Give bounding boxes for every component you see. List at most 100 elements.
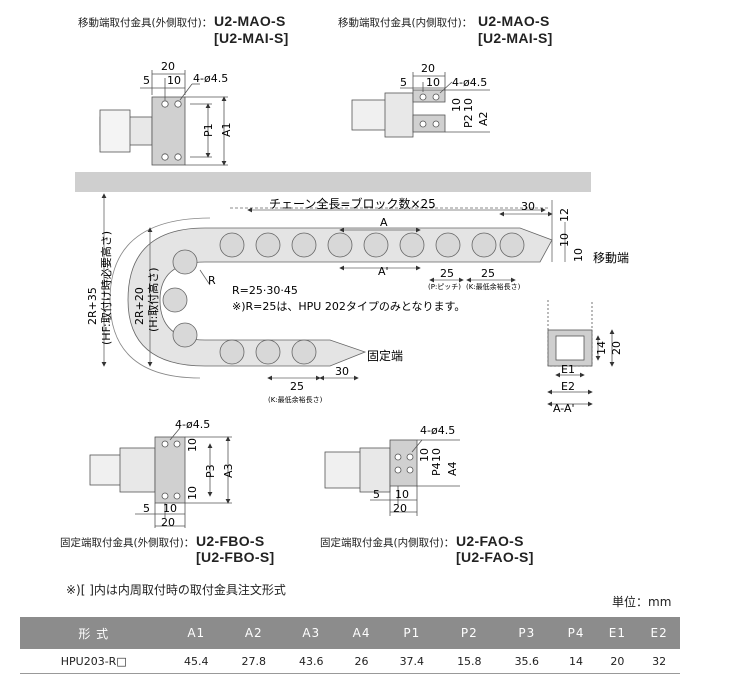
mai-dim-5: 5 (400, 76, 407, 89)
header-a2: A2 (225, 617, 283, 649)
cell-p1: 37.4 (383, 649, 441, 674)
mao-dim-20: 20 (161, 60, 175, 73)
header-a3: A3 (282, 617, 340, 649)
header-a4: A4 (340, 617, 384, 649)
hf-note: (HF:取付け時必要高さ) (99, 231, 113, 345)
cell-a3: 43.6 (282, 649, 340, 674)
fbo-bracket-code: U2-FBO-S (196, 533, 265, 549)
section-e2: E2 (561, 380, 575, 393)
mao-bracket-drawing (99, 70, 228, 166)
fao-dim-10a: 10 (418, 448, 431, 462)
moving-end-label: 移動端 (593, 251, 629, 265)
table-header-row: 形 式 A1 A2 A3 A4 P1 P2 P3 P4 E1 E2 (20, 617, 680, 649)
mai-dim-20: 20 (421, 62, 435, 75)
header-e2: E2 (638, 617, 680, 649)
k-dim-25: 25 (481, 267, 495, 280)
chain-length-note: チェーン全長=ブロック数×25 (269, 196, 436, 211)
fbo-dim-5: 5 (143, 502, 150, 515)
fao-dim-10: 10 (395, 488, 409, 501)
fao-dim-10b: 10 (430, 448, 443, 462)
header-p4: P4 (555, 617, 597, 649)
fbo-bracket-alt-code: [U2-FBO-S] (196, 549, 275, 565)
cell-p2: 15.8 (440, 649, 499, 674)
fbo-dim-a3: A3 (222, 463, 235, 478)
mao-dim-10: 10 (167, 74, 181, 87)
mai-bracket-code: U2-MAO-S (478, 13, 550, 29)
mao-dim-5: 5 (143, 74, 150, 87)
mao-dim-p1: P1 (202, 123, 215, 137)
header-p1: P1 (383, 617, 441, 649)
mao-bracket-alt-code: [U2-MAI-S] (214, 30, 289, 46)
fbo-dim-10-top: 10 (186, 438, 199, 452)
radius-note: ※)R=25は、HPU 202タイプのみとなります。 (232, 300, 465, 313)
fao-dim-20: 20 (393, 502, 407, 515)
fbo-dim-20: 20 (161, 516, 175, 529)
cable-chain-drawing (101, 193, 566, 381)
radius-values: R=25·30·45 (232, 284, 298, 297)
section-label-a: A (380, 216, 388, 229)
cell-a2: 27.8 (225, 649, 283, 674)
cell-e1: 20 (596, 649, 639, 674)
mai-dim-10a: 10 (450, 98, 463, 112)
pitch-dim-25: 25 (440, 267, 454, 280)
fbo-hole-spec: 4-ø4.5 (175, 418, 210, 431)
cell-p4: 14 (555, 649, 597, 674)
cell-a1: 45.4 (167, 649, 225, 674)
fao-dim-a4: A4 (446, 461, 459, 476)
mai-dim-a2: A2 (477, 111, 490, 126)
radius-r: R (208, 274, 216, 287)
chain-dim-10a: 10 (558, 233, 571, 247)
fbo-dim-10-bottom: 10 (186, 486, 199, 500)
mai-dim-10b: 10 (462, 98, 475, 112)
mao-dim-a1: A1 (220, 122, 233, 137)
header-a1: A1 (167, 617, 225, 649)
section-dim-14: 14 (595, 341, 608, 355)
cell-a4: 26 (340, 649, 384, 674)
pitch-note: (P:ピッチ) (428, 283, 461, 291)
footnote: ※)[ ]内は内周取付時の取付金具注文形式 (66, 583, 286, 597)
k-dim-25-bottom: 25 (290, 380, 304, 393)
fao-bracket-label: 固定端取付金具(内側取付)： (320, 537, 455, 549)
mounting-surface (75, 172, 591, 192)
chain-dim-12: 12 (558, 208, 571, 222)
fao-bracket-alt-code: [U2-FAO-S] (456, 549, 534, 565)
mao-bracket-code: U2-MAO-S (214, 13, 286, 29)
cell-p3: 35.6 (498, 649, 556, 674)
mai-dim-10: 10 (426, 76, 440, 89)
chain-dim-30-right: 30 (521, 200, 535, 213)
chain-dim-10b: 10 (572, 248, 585, 262)
h-note: (H:取付高さ) (146, 267, 160, 332)
chain-dim-30-bottom: 30 (335, 365, 349, 378)
mai-bracket-label: 移動端取付金具(内側取付)： (338, 17, 473, 29)
fao-dim-5: 5 (373, 488, 380, 501)
unit-label: 単位：mm (612, 595, 672, 609)
cell-e2: 32 (638, 649, 680, 674)
header-p3: P3 (498, 617, 556, 649)
mao-bracket-label: 移動端取付金具(外側取付)： (78, 17, 213, 29)
fao-hole-spec: 4-ø4.5 (420, 424, 455, 437)
section-e1: E1 (561, 363, 575, 376)
fbo-bracket-drawing (89, 427, 232, 528)
mai-hole-spec: 4-ø4.5 (452, 76, 487, 89)
mai-bracket-alt-code: [U2-MAI-S] (478, 30, 553, 46)
fao-bracket-code: U2-FAO-S (456, 533, 524, 549)
k-note-right: (K:最低余裕長さ) (466, 282, 521, 291)
cell-model: HPU203-R□ (20, 649, 168, 674)
fao-dim-p4: P4 (430, 462, 443, 476)
fao-bracket-drawing (324, 439, 460, 516)
section-view-drawing (547, 300, 615, 407)
k-note-bottom: (K:最低余裕長さ) (268, 395, 323, 404)
fixed-end-label: 固定端 (367, 348, 403, 363)
header-model: 形 式 (20, 617, 168, 649)
header-e1: E1 (596, 617, 639, 649)
technical-drawing: 20 10 5 4-ø4.5 P1 A1 20 10 5 4-ø4.5 10 1… (75, 60, 629, 529)
section-dim-20: 20 (610, 341, 623, 355)
spec-table: 形 式 A1 A2 A3 A4 P1 P2 P3 P4 E1 E2 HPU203… (20, 617, 680, 674)
h-dim: 2R+20 (133, 287, 146, 325)
mao-hole-spec: 4-ø4.5 (193, 72, 228, 85)
fbo-bracket-label: 固定端取付金具(外側取付)： (60, 537, 195, 549)
header-p2: P2 (440, 617, 499, 649)
fbo-dim-p3: P3 (204, 464, 217, 478)
hf-dim: 2R+35 (86, 287, 99, 325)
section-label: A-A' (553, 402, 575, 415)
